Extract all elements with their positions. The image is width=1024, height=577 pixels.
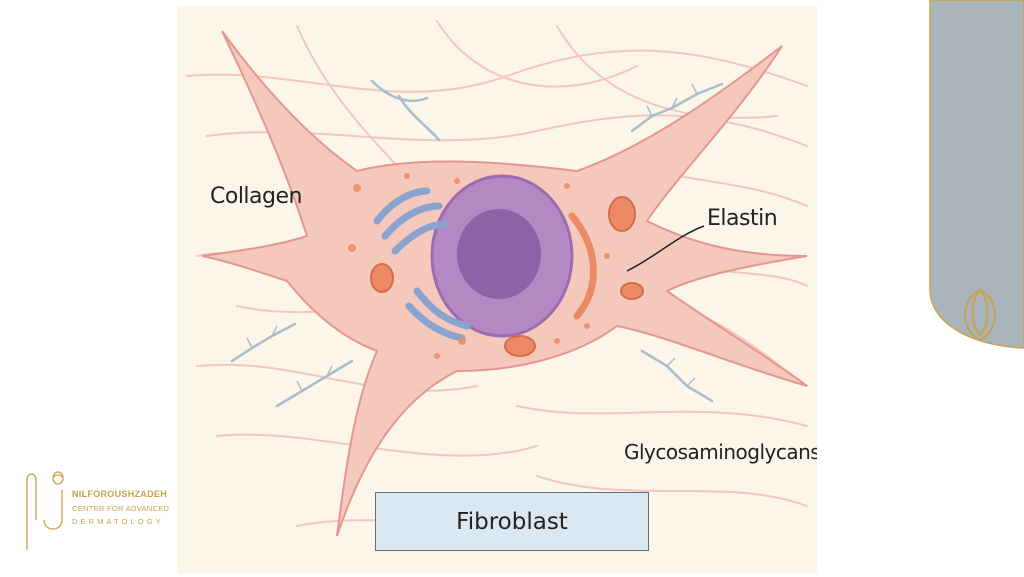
brand-specialty: DERMATOLOGY (72, 517, 164, 526)
label-collagen: Collagen (210, 184, 302, 209)
vesicles (348, 173, 610, 359)
side-tab-panel (929, 0, 1024, 349)
label-elastin: Elastin (707, 206, 778, 231)
caption-fibroblast: Fibroblast (456, 508, 568, 535)
fibroblast-illustration: Collagen Elastin Glycosaminoglycans Fibr… (177, 6, 817, 574)
tulip-logo-icon (964, 288, 996, 341)
caption-box: Fibroblast (375, 492, 649, 551)
golgi-apparatus (373, 187, 471, 342)
brand-subtitle: CENTER FOR ADVANCED (72, 504, 170, 513)
brand-logo: NILFOROUSHZADEH CENTER FOR ADVANCED DERM… (22, 470, 182, 550)
mitochondria (370, 196, 644, 357)
brand-name: NILFOROUSHZADEH (72, 489, 167, 499)
side-tab (929, 0, 1024, 349)
fibroblast-diagram (186, 20, 808, 537)
elastin-leader-line (626, 225, 705, 272)
brand-mark-icon (26, 471, 64, 550)
nucleolus (457, 209, 541, 299)
glycosaminoglycan-branches (246, 83, 698, 392)
label-glycosaminoglycans: Glycosaminoglycans (624, 440, 817, 464)
